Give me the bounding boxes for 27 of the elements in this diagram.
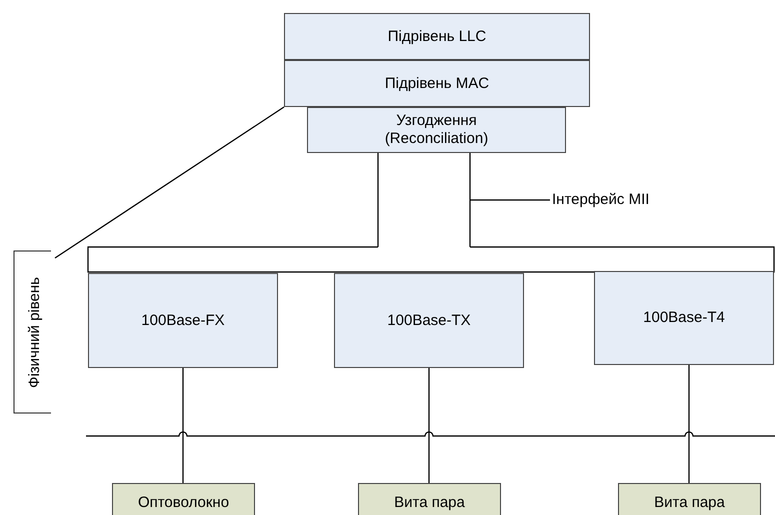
- layer-box: [284, 60, 590, 107]
- medium-box: [358, 483, 501, 515]
- layer-box: [594, 271, 774, 365]
- layer-box: [284, 13, 590, 60]
- box-label: 100Base-TX: [387, 312, 471, 330]
- connector-line: [688, 365, 690, 483]
- leader-line: [470, 199, 550, 201]
- layer-box: [307, 107, 566, 153]
- connector-line: [469, 153, 471, 247]
- box-label: Вита пара: [654, 494, 725, 512]
- medium-box: [618, 483, 761, 515]
- layer-box: [334, 273, 524, 368]
- box-label: 100Base-FX: [141, 312, 225, 330]
- connector-line: [428, 368, 430, 483]
- layer-box: [88, 273, 278, 368]
- box-label: Оптоволокно: [138, 494, 230, 512]
- layer-label: Фізичний рівень: [26, 276, 44, 388]
- box-label: Узгодження (Reconciliation): [384, 112, 490, 148]
- layer-label: Інтерфейс MII: [552, 191, 650, 209]
- connector-line: [377, 153, 379, 247]
- connector-line: [182, 368, 184, 483]
- box-label: Підрівень LLC: [388, 28, 486, 46]
- leader-line: [54, 106, 284, 258]
- medium-box: [112, 483, 255, 515]
- box-label: Вита пара: [394, 494, 465, 512]
- box-label: 100Base-T4: [643, 309, 725, 327]
- box-label: Підрівень MAC: [384, 74, 490, 92]
